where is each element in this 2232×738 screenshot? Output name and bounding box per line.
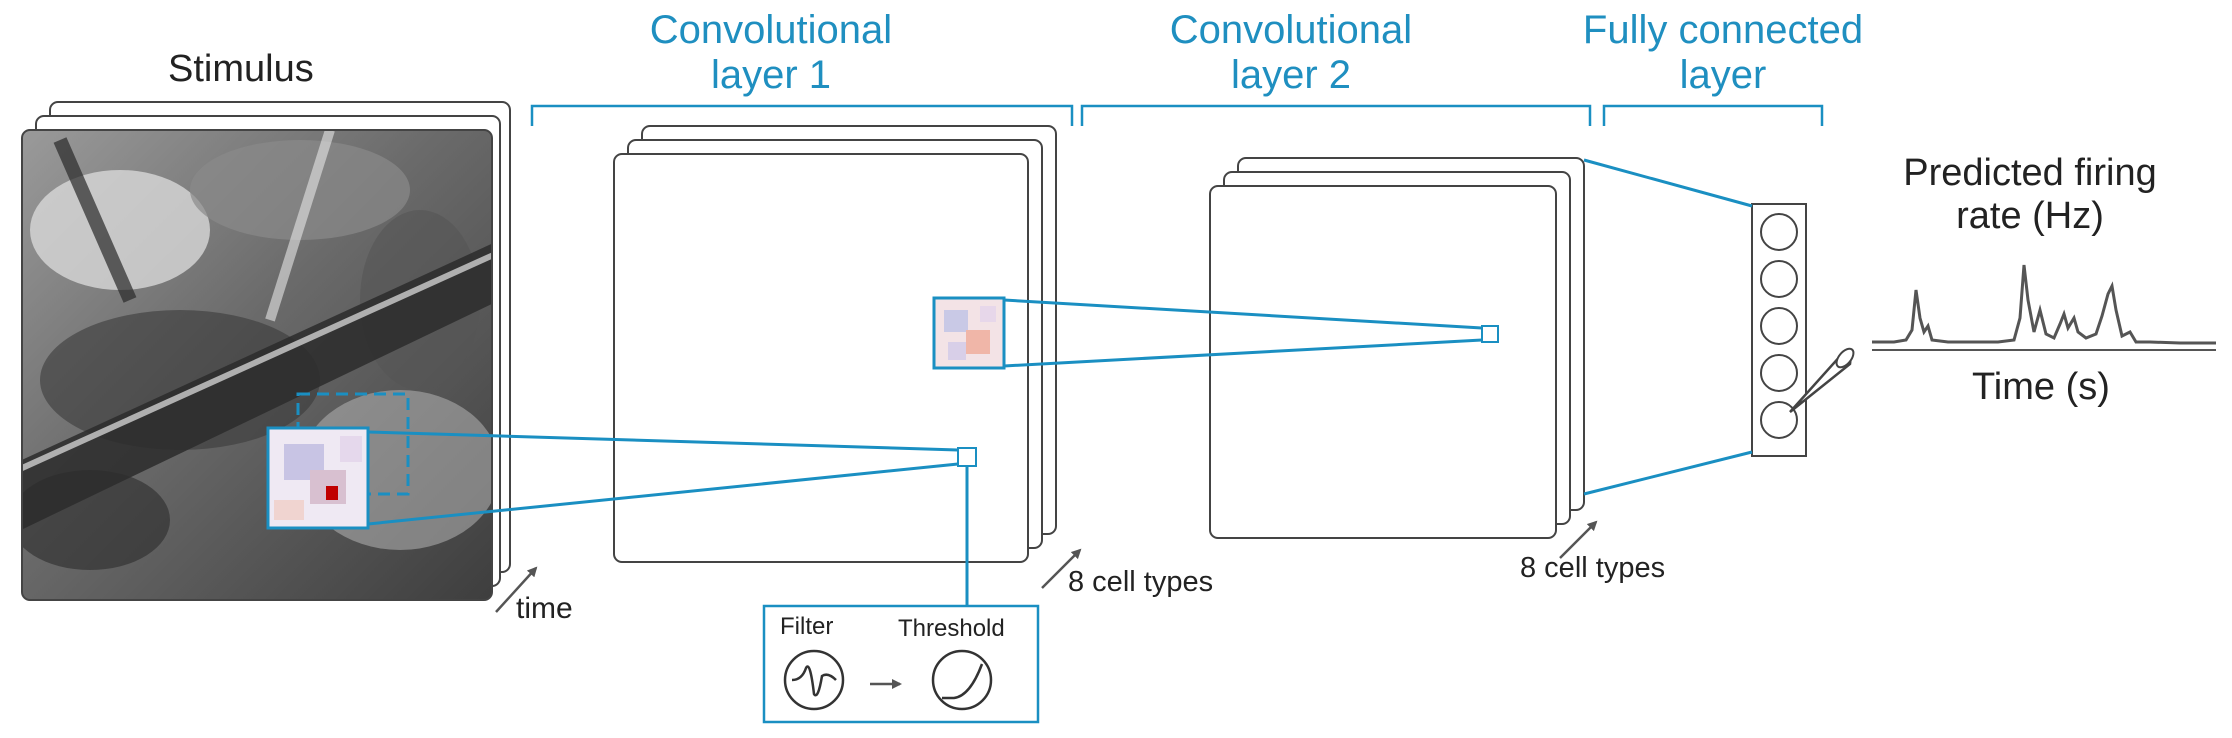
electrode-icon bbox=[1789, 347, 1855, 413]
stimulus-filter-patch bbox=[266, 426, 370, 530]
conv-layer-1-title: Convolutional layer 1 bbox=[601, 8, 941, 98]
conv2-unit bbox=[1481, 325, 1499, 343]
time-label: time bbox=[516, 592, 573, 625]
firing-rate-trace bbox=[1872, 264, 2216, 351]
time-arrow bbox=[495, 566, 538, 613]
conv-layer-1-title-line2: layer 1 bbox=[710, 52, 832, 97]
nonlinearity-box bbox=[762, 604, 1040, 724]
stimulus-stack bbox=[21, 101, 511, 601]
threshold-label: Threshold bbox=[898, 615, 1005, 642]
fc-unit bbox=[1760, 260, 1798, 298]
fc-unit bbox=[1760, 213, 1798, 251]
fc-unit bbox=[1760, 307, 1798, 345]
conv1-unit bbox=[957, 447, 977, 467]
conv1-filter-patch bbox=[932, 296, 1006, 370]
output-title: Predicted firing rate (Hz) bbox=[1880, 152, 2180, 237]
fully-connected-layer bbox=[1751, 203, 1807, 457]
conv-layer-2-title-line1: Convolutional bbox=[1169, 8, 1413, 52]
section-brackets bbox=[530, 104, 1824, 126]
conv1-depth-label: 8 cell types bbox=[1068, 566, 1214, 598]
filter-icon bbox=[783, 649, 845, 711]
fully-connected-title-line2: layer bbox=[1679, 52, 1767, 97]
fully-connected-title-line1: Fully connected bbox=[1582, 8, 1864, 52]
filter-label: Filter bbox=[780, 613, 834, 640]
conv-layer-2-title-line2: layer 2 bbox=[1230, 52, 1352, 97]
conv-layer-1-title-line1: Convolutional bbox=[649, 8, 893, 52]
conv-layer-1-stack bbox=[613, 125, 1057, 563]
conv2-depth-label: 8 cell types bbox=[1520, 552, 1666, 584]
stimulus-image bbox=[21, 129, 493, 601]
fc-unit bbox=[1760, 401, 1798, 439]
fully-connected-title: Fully connected layer bbox=[1548, 8, 1898, 98]
conv-layer-2-stack bbox=[1209, 157, 1585, 539]
conv1-depth-arrow bbox=[1041, 548, 1082, 589]
connection-lines bbox=[367, 158, 1753, 608]
output-title-line1: Predicted firing bbox=[1903, 152, 2157, 194]
output-title-line2: rate (Hz) bbox=[1956, 194, 2104, 237]
conv2-depth-arrow bbox=[1559, 520, 1598, 559]
stimulus-title: Stimulus bbox=[168, 48, 314, 90]
conv-layer-2-title: Convolutional layer 2 bbox=[1121, 8, 1461, 98]
fc-unit bbox=[1760, 354, 1798, 392]
time-axis-label: Time (s) bbox=[1972, 366, 2110, 408]
threshold-icon bbox=[931, 649, 993, 711]
